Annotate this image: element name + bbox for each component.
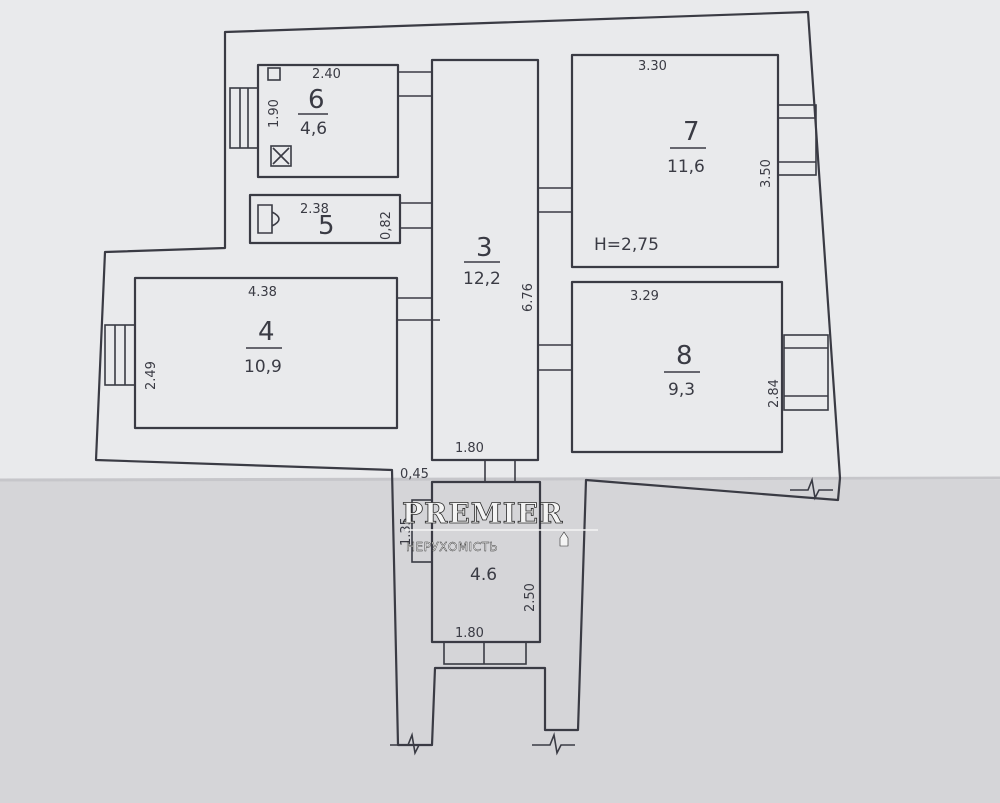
room-8-walls xyxy=(570,280,784,454)
windows xyxy=(104,87,829,411)
watermark-logo: PREMIER НЕРУХОМІСТЬ xyxy=(402,497,598,554)
watermark-subtitle: НЕРУХОМІСТЬ xyxy=(406,540,498,554)
person-icon xyxy=(559,531,569,547)
dim-room5-height: 0,82 xyxy=(379,211,394,240)
dim-corridor-width: 1.80 xyxy=(455,441,484,456)
room-3-number: 3 xyxy=(476,233,493,263)
water-heater-symbol xyxy=(267,67,281,81)
dim-small-width: 0,45 xyxy=(400,467,429,482)
dim-room9-width: 1.80 xyxy=(455,626,484,641)
paper-fold xyxy=(0,476,1000,482)
room-8-area: 9,3 xyxy=(668,380,695,400)
dim-room5-width: 2.38 xyxy=(300,202,329,217)
room-4-area: 10,9 xyxy=(244,357,282,377)
stove-cross-symbol xyxy=(272,147,290,165)
room-6-area: 4,6 xyxy=(300,119,327,139)
room-3-area: 12,2 xyxy=(463,269,501,289)
dim-room4-height: 2.49 xyxy=(144,361,159,390)
room-7-number: 7 xyxy=(683,117,700,147)
room-4-number: 4 xyxy=(258,317,275,347)
dim-room3-height: 6.76 xyxy=(521,283,536,312)
door-openings xyxy=(397,71,572,665)
outer-wall xyxy=(94,10,842,747)
room-9-area: 4.6 xyxy=(470,565,497,585)
room-5-walls xyxy=(248,193,402,245)
dim-room8-width: 3.29 xyxy=(630,289,659,304)
toilet-symbol xyxy=(257,204,280,234)
dim-room7-width: 3.30 xyxy=(638,59,667,74)
dim-room8-height: 2.84 xyxy=(767,379,782,408)
break-marks xyxy=(390,477,833,756)
dim-room6-height: 1.90 xyxy=(267,99,282,128)
stove-symbol xyxy=(270,145,292,167)
room-8-number: 8 xyxy=(676,341,693,371)
dim-room9-height: 2.50 xyxy=(523,583,538,612)
dim-small-height: 1.35 xyxy=(399,517,414,546)
dim-room6-width: 2.40 xyxy=(312,67,341,82)
watermark-brand: PREMIER xyxy=(402,497,563,530)
room-7-area: 11,6 xyxy=(667,157,705,177)
ceiling-height: H=2,75 xyxy=(594,235,659,255)
room-5-number: 5 xyxy=(318,211,335,241)
dim-room4-width: 4.38 xyxy=(248,285,277,300)
room-6-number: 6 xyxy=(308,85,325,115)
paper-upper xyxy=(0,0,1000,480)
dim-room7-height: 3.50 xyxy=(759,159,774,188)
